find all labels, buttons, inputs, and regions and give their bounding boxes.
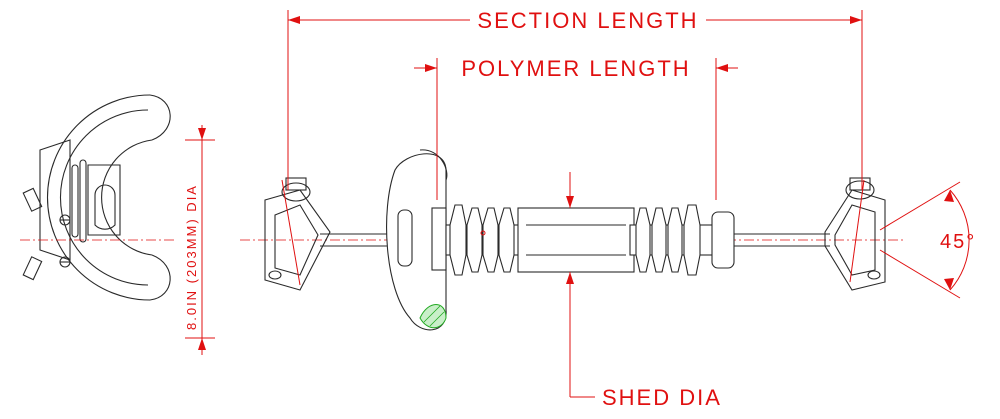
shed-dia-label: SHED DIA <box>602 385 722 410</box>
polymer-length-dimension: POLYMER LENGTH <box>414 56 738 200</box>
ring-diameter-dimension: 8.0IN (203MM) DIA <box>184 125 215 355</box>
section-length-dimension: SECTION LENGTH <box>287 8 863 190</box>
ring-diameter-label: 8.0IN (203MM) DIA <box>184 184 199 330</box>
left-end-fitting <box>264 177 420 291</box>
corona-ring-side <box>386 149 448 331</box>
right-end-fitting <box>734 177 886 291</box>
polymer-length-label: POLYMER LENGTH <box>461 56 690 81</box>
shed-diameter-box <box>517 207 635 273</box>
ring-end-view <box>20 94 175 301</box>
angle-label: 45° <box>940 231 976 253</box>
angle-dimension: 45° <box>879 181 976 299</box>
left-shed-group <box>431 204 527 276</box>
right-shed-group <box>629 204 735 276</box>
section-length-label: SECTION LENGTH <box>477 8 698 33</box>
shed-dia-dimension: SHED DIA <box>566 172 722 410</box>
